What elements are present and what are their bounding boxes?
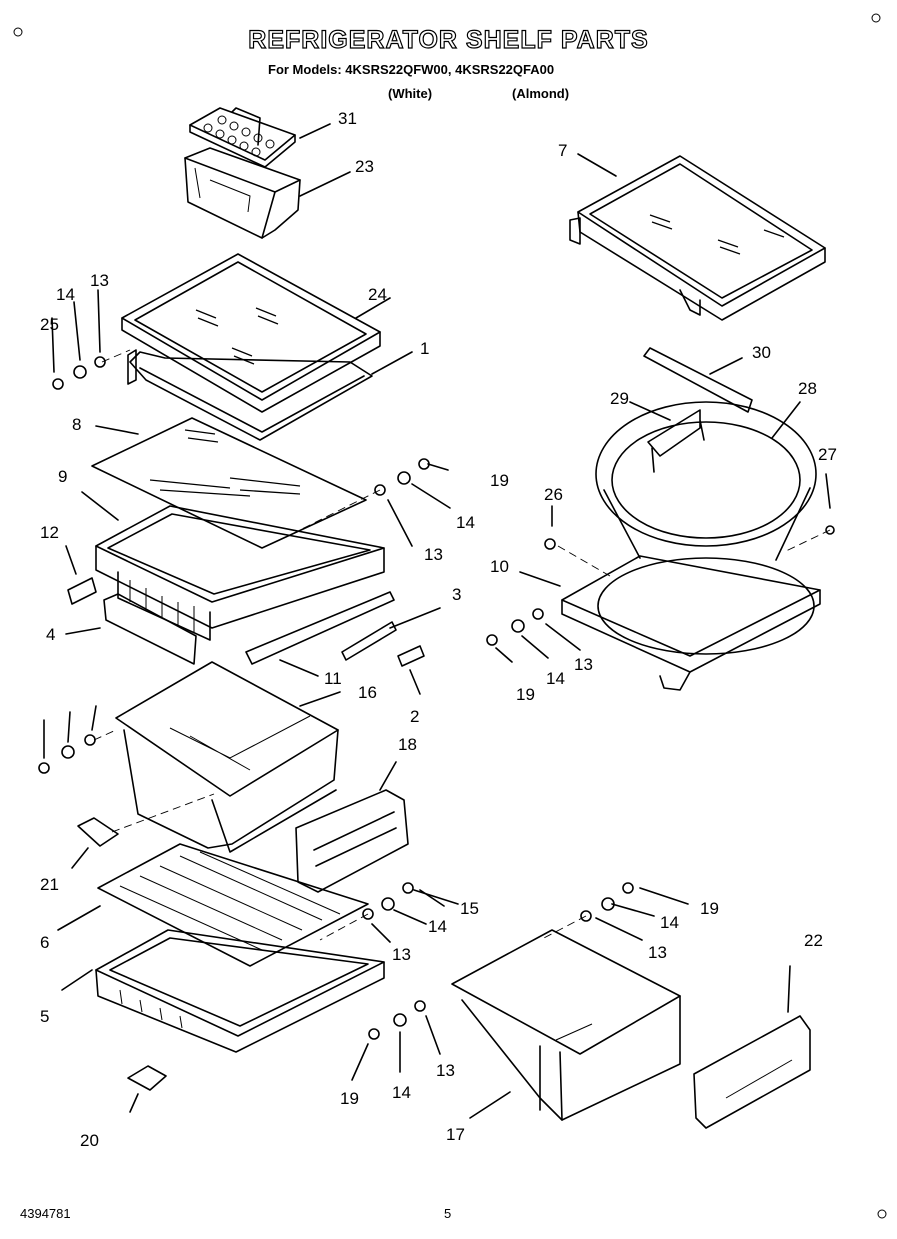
part-8-glass-panel — [91, 417, 367, 549]
callout: 31 — [338, 109, 357, 128]
callout: 12 — [40, 523, 59, 542]
part-3-slide — [341, 621, 397, 661]
part-6-cover — [97, 843, 369, 967]
callout: 19 — [340, 1089, 359, 1108]
callout: 14 — [660, 913, 679, 932]
part-31-egg-tray — [189, 107, 296, 168]
callout: 11 — [324, 669, 342, 688]
callout: 23 — [355, 157, 374, 176]
callout: 3 — [452, 585, 461, 604]
callout: 1 — [420, 339, 429, 358]
callout: 13 — [424, 545, 443, 564]
callout: 2 — [410, 707, 419, 726]
callout: 19 — [516, 685, 535, 704]
callout: 14 — [428, 917, 447, 936]
color-label-almond: (Almond) — [512, 86, 570, 101]
callout: 13 — [90, 271, 109, 290]
part-17-deli-drawer — [451, 929, 681, 1121]
part-22-drawer-front — [693, 1015, 811, 1129]
callout: 14 — [456, 513, 475, 532]
callout: 14 — [546, 669, 565, 688]
leader-lines — [43, 123, 831, 1119]
page-number: 5 — [444, 1206, 452, 1221]
part-5-frame — [95, 929, 385, 1053]
part-12-end-cap — [67, 577, 97, 605]
callout: 16 — [358, 683, 377, 702]
part-16-crisper-drawer — [115, 661, 339, 853]
part-28-round-tray — [595, 401, 817, 655]
part-2-clip — [397, 645, 425, 667]
page-title: REFRIGERATOR SHELF PARTS — [248, 25, 649, 54]
callout: 13 — [436, 1061, 455, 1080]
callout: 17 — [446, 1125, 465, 1144]
callout: 6 — [40, 933, 49, 952]
callout: 9 — [58, 467, 67, 486]
part-24-glass-shelf — [121, 253, 381, 413]
part-9-crisper-cover-frame — [95, 505, 385, 641]
color-label-white: (White) — [388, 86, 433, 101]
callout: 30 — [752, 343, 771, 362]
part-10-pan-frame — [561, 555, 821, 691]
part-21-clip — [77, 817, 119, 847]
part-1-shelf-frame — [127, 349, 373, 441]
callout: 14 — [392, 1083, 411, 1102]
callout: 15 — [460, 899, 479, 918]
part-29-divider-bracket — [647, 409, 705, 473]
document-number: 4394781 — [20, 1206, 71, 1221]
callout: 7 — [558, 141, 567, 160]
part-20-clip — [127, 1065, 167, 1091]
part-4-trim — [103, 593, 197, 665]
callout: 24 — [368, 285, 387, 304]
callout: 14 — [56, 285, 75, 304]
callout: 29 — [610, 389, 629, 408]
part-11-rail — [245, 591, 395, 665]
part-23-egg-bin — [184, 147, 301, 239]
callout: 20 — [80, 1131, 99, 1150]
callout-numbers: 31 23 7 24 14 13 25 1 30 28 29 8 19 27 9… — [40, 109, 837, 1150]
callout: 28 — [798, 379, 817, 398]
callout: 4 — [46, 625, 55, 644]
models-line: For Models: 4KSRS22QFW00, 4KSRS22QFA00 — [268, 62, 555, 77]
corner-marks — [13, 13, 887, 1219]
part-18-drawer-front — [295, 789, 409, 893]
callout: 25 — [40, 315, 59, 334]
callout: 19 — [700, 899, 719, 918]
part-7-glass-shelf — [569, 155, 826, 321]
part-30-divider-panel — [643, 347, 753, 413]
callout: 26 — [544, 485, 563, 504]
callout: 27 — [818, 445, 837, 464]
callout: 10 — [490, 557, 509, 576]
callout: 8 — [72, 415, 81, 434]
callout: 13 — [574, 655, 593, 674]
callout: 19 — [490, 471, 509, 490]
callout: 22 — [804, 931, 823, 950]
fasteners — [38, 356, 835, 1040]
callout: 13 — [392, 945, 411, 964]
callout: 18 — [398, 735, 417, 754]
callout: 13 — [648, 943, 667, 962]
callout: 5 — [40, 1007, 49, 1026]
assembly-lines — [93, 349, 831, 941]
callout: 21 — [40, 875, 59, 894]
